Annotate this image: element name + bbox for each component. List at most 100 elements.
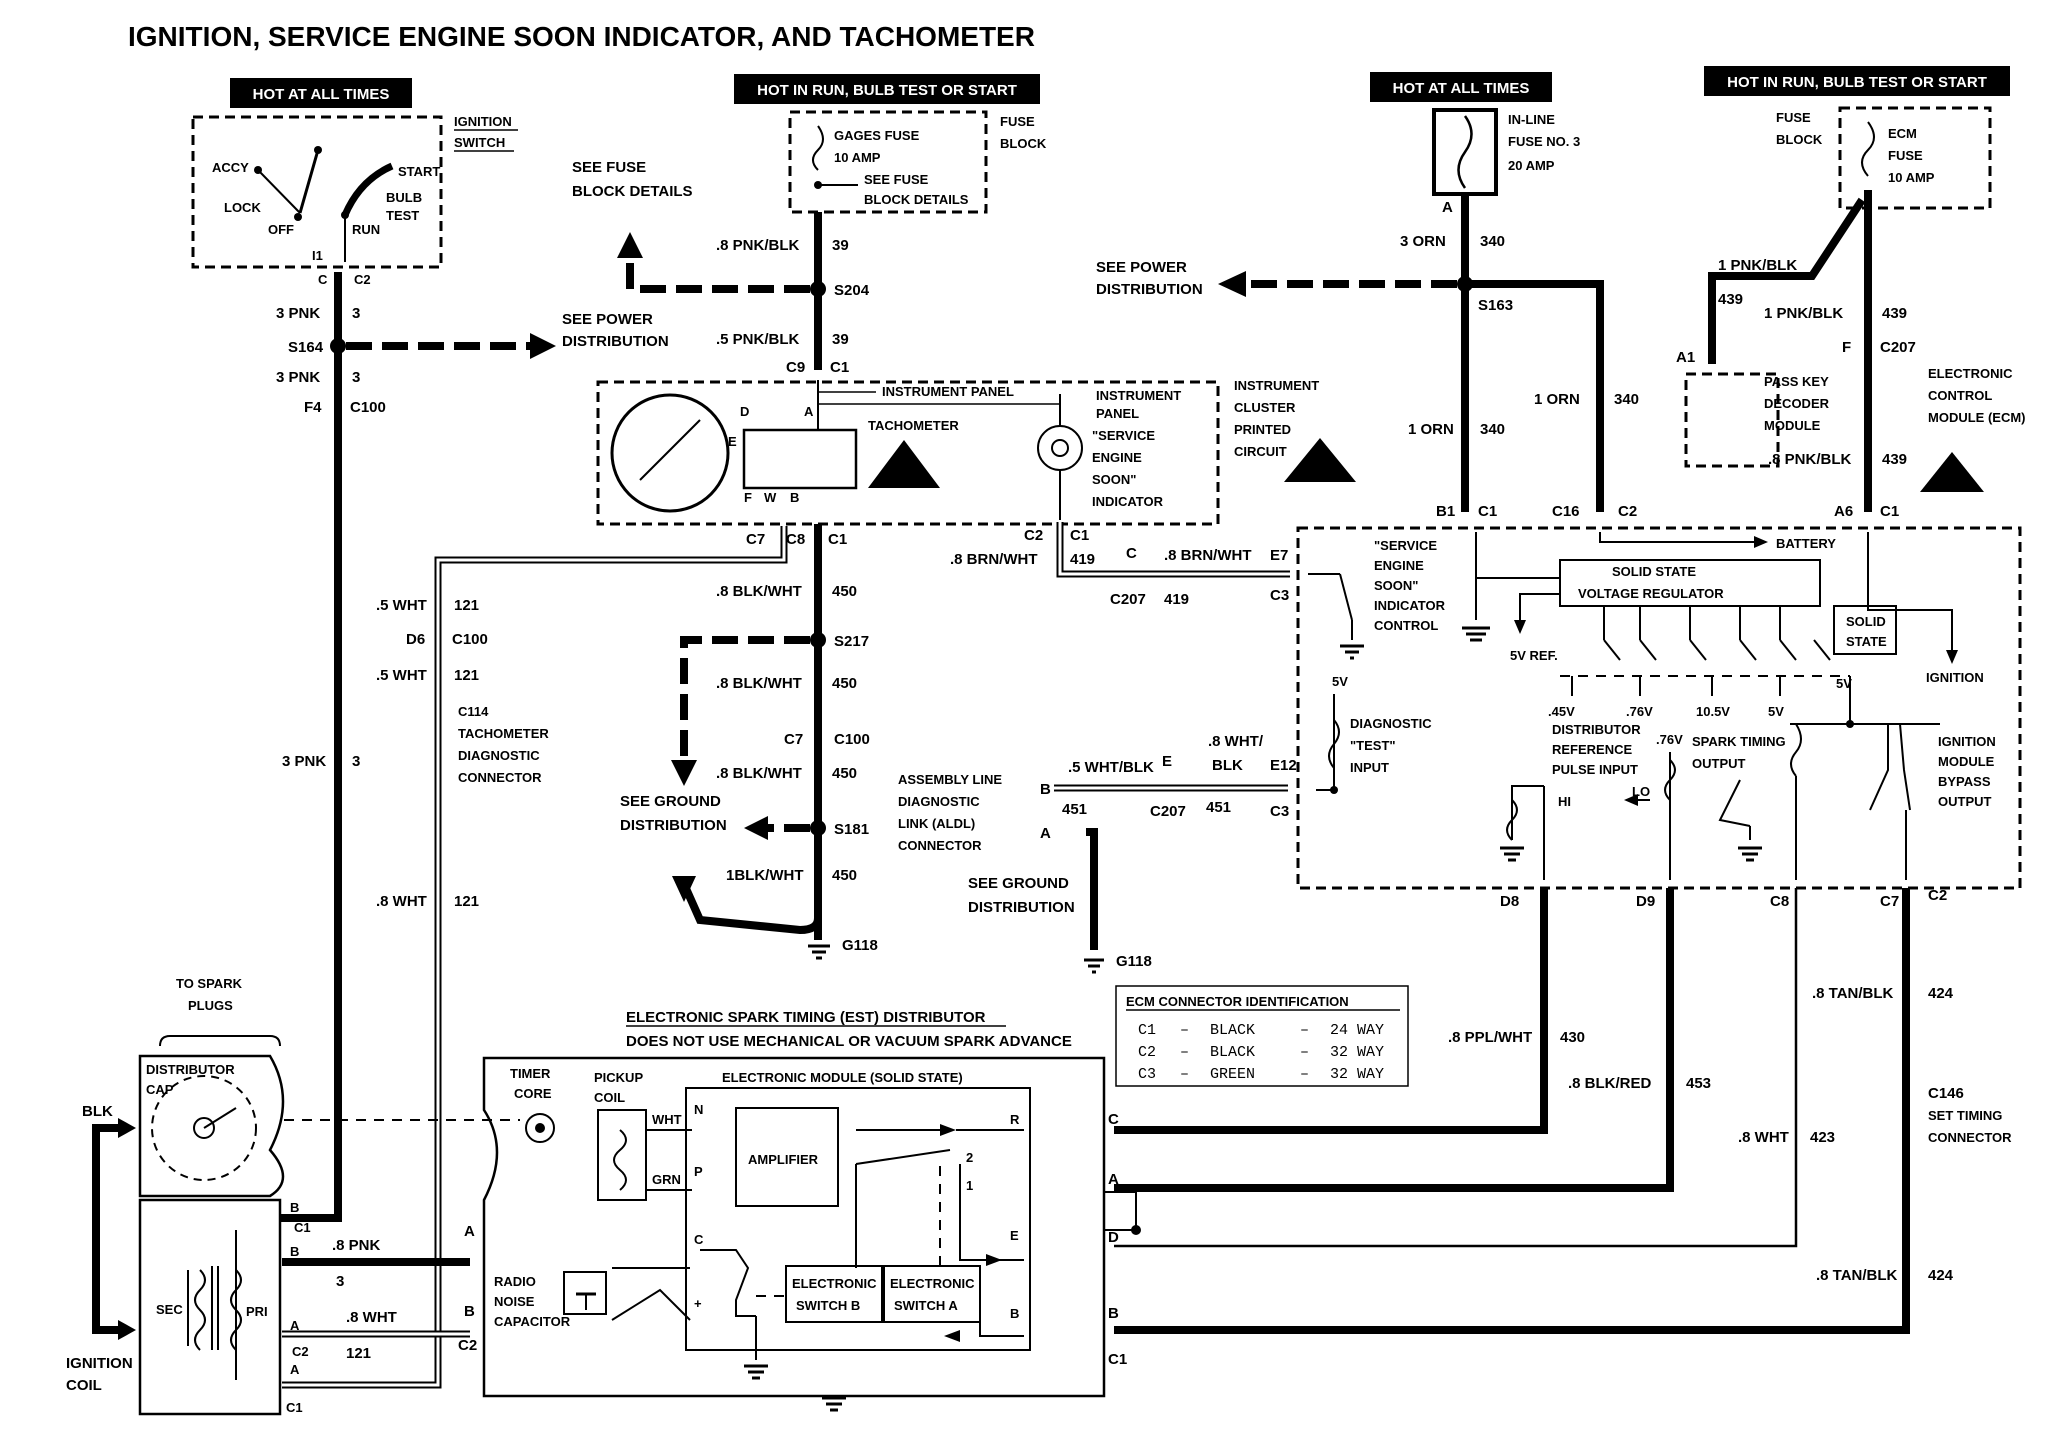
lbl-s217: S217 (834, 633, 869, 650)
ecm-ses-1: "SERVICE (1374, 538, 1437, 553)
lbl-f4: F4 (304, 399, 322, 416)
pin-e: E (728, 434, 737, 449)
ecm-spark-2: OUTPUT (1692, 756, 1746, 771)
lbl-s164: S164 (288, 339, 324, 356)
ecm-regulator-1: SOLID STATE (1612, 564, 1696, 579)
ecm-diag-1: DIAGNOSTIC (1350, 716, 1432, 731)
switch-pos-test: TEST (386, 208, 419, 223)
lbl-3-f: 3 (336, 1273, 344, 1290)
wire-121 (282, 526, 788, 1389)
lbl-3pnk-a: 3 PNK (276, 305, 320, 322)
lbl-e: E (1162, 753, 1172, 770)
lbl-3-b: 3 (352, 369, 360, 386)
ecm-name-2: CONTROL (1928, 388, 1992, 403)
lbl-8brnwht-a: .8 BRN/WHT (950, 551, 1038, 568)
ses-1: "SERVICE (1092, 428, 1155, 443)
lbl-see-ground-a2: DISTRIBUTION (620, 817, 727, 834)
est-n: N (694, 1102, 703, 1117)
switch-pos-lock: LOCK (224, 200, 261, 215)
lbl-3pnk-b: 3 PNK (276, 369, 320, 386)
est-p: P (694, 1164, 703, 1179)
lbl-3pnk-c: 3 PNK (282, 753, 326, 770)
switch-terminal: I1 (312, 248, 323, 263)
lbl-439-a: 439 (1718, 291, 1743, 308)
lbl-s163: S163 (1478, 297, 1513, 314)
lbl-3-c: 3 (352, 753, 360, 770)
lbl-c2-a: C2 (1618, 503, 1637, 520)
wire-aldl-ground (1086, 828, 1098, 950)
lbl-c100-c: C100 (834, 731, 870, 748)
printed-4: CIRCUIT (1234, 444, 1287, 459)
lbl-3orn: 3 ORN (1400, 233, 1446, 250)
inline-fuse-name-2: FUSE NO. 3 (1508, 134, 1580, 149)
coil-a1: A (290, 1318, 300, 1333)
fuse-block-2: BLOCK (1000, 136, 1047, 151)
diagram-title: IGNITION, SERVICE ENGINE SOON INDICATOR,… (128, 21, 1035, 52)
lbl-8blkwht-b: .8 BLK/WHT (716, 675, 802, 692)
lbl-c2-b: C2 (1024, 527, 1043, 544)
lbl-451-a: 451 (1062, 801, 1087, 818)
ecm-id-dash-1a: – (1180, 1022, 1189, 1039)
gages-fuse-rating: 10 AMP (834, 150, 881, 165)
ecm-output-circuits (1500, 696, 1940, 880)
ignition-switch-label-2: SWITCH (454, 135, 505, 150)
lbl-8pnkblk: .8 PNK/BLK (716, 237, 800, 254)
est-a-right: A (1108, 1171, 1119, 1188)
lbl-450-b: 450 (832, 675, 857, 692)
pass-key-1: PASS KEY (1764, 374, 1829, 389)
est-c-right: C (1108, 1111, 1119, 1128)
lbl-c207-b: C207 (1110, 591, 1146, 608)
lbl-8blkred: .8 BLK/RED (1568, 1075, 1652, 1092)
ecm-esd-icon (1920, 452, 1984, 492)
lbl-c9: C9 (786, 359, 805, 376)
est-two: 2 (966, 1150, 973, 1165)
coil-b2: B (290, 1244, 299, 1259)
tach-diag-2: TACHOMETER (458, 726, 549, 741)
dist-cap-2: CAP (146, 1082, 174, 1097)
lbl-430: 430 (1560, 1029, 1585, 1046)
spark-plugs-1: TO SPARK (176, 976, 243, 991)
est-grn: GRN (652, 1172, 681, 1187)
ecm-fuse-name-2: FUSE (1888, 148, 1923, 163)
lbl-8wht-a: .8 WHT (376, 893, 427, 910)
est-switch-a-2: SWITCH A (894, 1298, 958, 1313)
aldl-2: DIAGNOSTIC (898, 794, 980, 809)
pin-w: W (764, 490, 777, 505)
lbl-see-ground-a1: SEE GROUND (620, 793, 721, 810)
set-timing-1: SET TIMING (1928, 1108, 2002, 1123)
ecm-drp-1: DISTRIBUTOR (1552, 722, 1641, 737)
switch-pos-accy: ACCY (212, 160, 249, 175)
ecm-id-dash-3a: – (1180, 1066, 1189, 1083)
ecm-name-3: MODULE (ECM) (1928, 410, 2026, 425)
wire-453 (1114, 888, 1674, 1192)
ecm-fuse-block-1: FUSE (1776, 110, 1811, 125)
wire-s217-branch (680, 636, 810, 760)
lbl-see-ground-b2: DISTRIBUTION (968, 899, 1075, 916)
switch-pos-bulb: BULB (386, 190, 422, 205)
set-timing-2: CONNECTOR (1928, 1130, 2012, 1145)
lbl-d9: D9 (1636, 893, 1655, 910)
ecm-id-c1-way: 24 WAY (1330, 1022, 1384, 1039)
splice-s164 (330, 338, 346, 354)
ecm-id-c1-color: BLACK (1210, 1022, 1255, 1039)
ecm-v105: 10.5V (1696, 704, 1730, 719)
lbl-419-a: 419 (1070, 551, 1095, 568)
distributor-cap: DISTRIBUTOR CAP (138, 1054, 285, 1198)
est-c1: C1 (1108, 1351, 1127, 1368)
ecm-bypass-3: BYPASS (1938, 774, 1991, 789)
est-a-left: A (464, 1223, 475, 1240)
ecm-id-c2-way: 32 WAY (1330, 1044, 1384, 1061)
lbl-439-c: 439 (1882, 451, 1907, 468)
lbl-c8: C8 (786, 531, 805, 548)
lbl-39-b: 39 (832, 331, 849, 348)
lbl-1pnkblk-b: 1 PNK/BLK (1764, 305, 1843, 322)
inline-fuse-term: A (1442, 199, 1453, 216)
ecm-id-c1: C1 (1138, 1022, 1156, 1039)
lbl-8whtblk-2: BLK (1212, 757, 1243, 774)
switch-conn-c: C (318, 272, 328, 287)
est-switch-b-2: SWITCH B (796, 1298, 860, 1313)
banner-hot-run-mid: HOT IN RUN, BULB TEST OR START (734, 74, 1040, 104)
ecm-id-c3: C3 (1138, 1066, 1156, 1083)
ecm-regulator-2: VOLTAGE REGULATOR (1578, 586, 1724, 601)
